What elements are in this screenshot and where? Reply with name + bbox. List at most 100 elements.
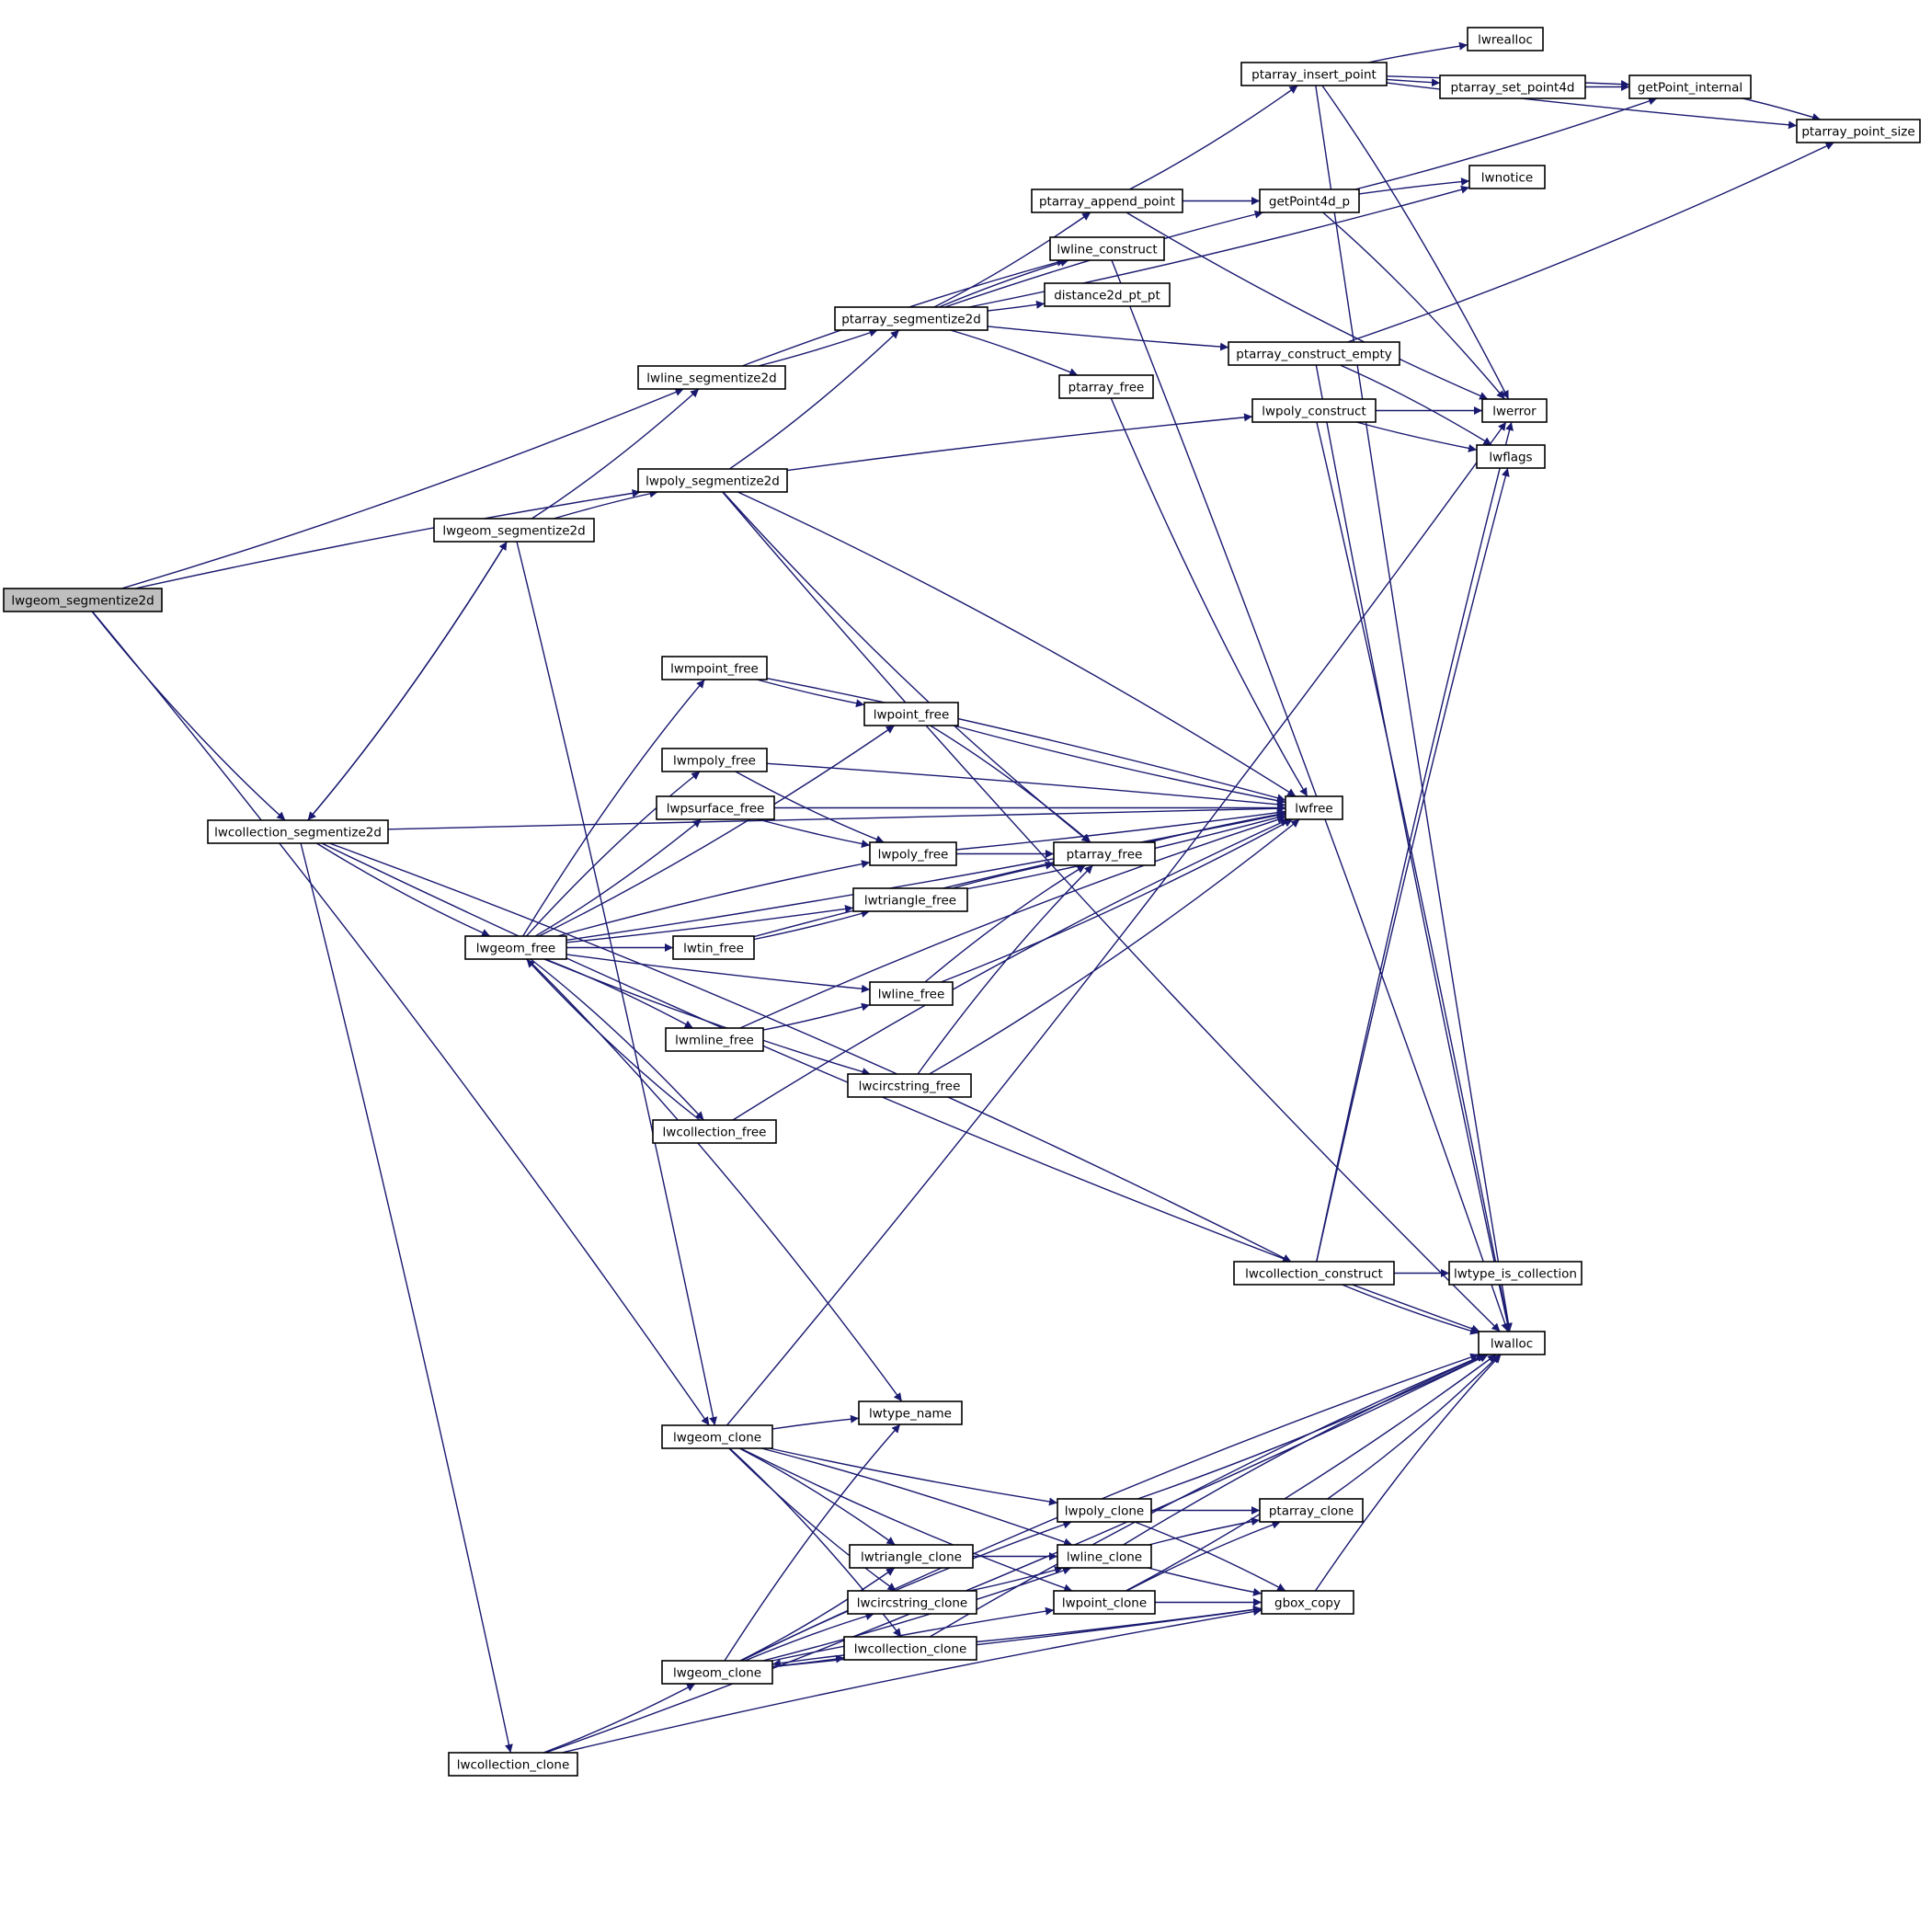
node-lwnotice[interactable]: lwnotice [1468, 165, 1546, 189]
node-lwalloc[interactable]: lwalloc [1478, 1331, 1546, 1355]
node-lwgeom_segmentize2d[interactable]: lwgeom_segmentize2d [433, 518, 595, 543]
node-box[interactable] [1259, 189, 1360, 213]
node-ptarray_set_point4d[interactable]: ptarray_set_point4d [1439, 74, 1586, 99]
node-box[interactable] [1240, 62, 1388, 86]
node-lwpoly_segmentize2d[interactable]: lwpoly_segmentize2d [637, 468, 788, 493]
node-box[interactable] [847, 1590, 977, 1615]
node-ptarray_insert_point[interactable]: ptarray_insert_point [1240, 62, 1388, 86]
node-box[interactable] [1468, 165, 1546, 189]
node-box[interactable] [672, 935, 755, 960]
node-box[interactable] [1796, 119, 1921, 143]
node-lwmline_free[interactable]: lwmline_free [665, 1027, 764, 1052]
node-box[interactable] [869, 841, 957, 866]
node-lwgeom_segmentize2d[interactable]: lwgeom_segmentize2d [3, 588, 163, 612]
node-lwmpoly_free[interactable]: lwmpoly_free [661, 748, 768, 772]
node-box[interactable] [1031, 189, 1183, 213]
node-lwflags[interactable]: lwflags [1476, 444, 1546, 469]
node-box[interactable] [1057, 1544, 1152, 1569]
node-box[interactable] [852, 887, 968, 912]
node-ptarray_point_size[interactable]: ptarray_point_size [1796, 119, 1921, 143]
node-lwtriangle_clone[interactable]: lwtriangle_clone [849, 1544, 974, 1569]
node-box[interactable] [1053, 841, 1156, 866]
node-box[interactable] [656, 795, 775, 820]
node-lwrealloc[interactable]: lwrealloc [1467, 27, 1544, 51]
node-lwcollection_free[interactable]: lwcollection_free [652, 1119, 777, 1144]
node-lwpsurface_free[interactable]: lwpsurface_free [656, 795, 775, 820]
node-box[interactable] [1467, 27, 1544, 51]
node-lwgeom_free[interactable]: lwgeom_free [464, 935, 567, 960]
node-box[interactable] [1049, 236, 1165, 261]
node-box[interactable] [1476, 444, 1546, 469]
node-ptarray_free[interactable]: ptarray_free [1058, 374, 1154, 399]
node-lwpoint_clone[interactable]: lwpoint_clone [1053, 1590, 1156, 1615]
node-box[interactable] [1628, 74, 1752, 99]
node-ptarray_append_point[interactable]: ptarray_append_point [1031, 189, 1183, 213]
node-lwcollection_construct[interactable]: lwcollection_construct [1233, 1261, 1395, 1286]
node-box[interactable] [1448, 1261, 1583, 1286]
node-lwmpoint_free[interactable]: lwmpoint_free [661, 656, 768, 680]
node-box[interactable] [843, 1636, 977, 1661]
node-box[interactable] [1228, 341, 1400, 366]
node-box[interactable] [661, 748, 768, 772]
node-getPoint_internal[interactable]: getPoint_internal [1628, 74, 1752, 99]
node-box[interactable] [834, 306, 988, 331]
node-box[interactable] [863, 702, 959, 726]
node-box[interactable] [847, 1073, 972, 1098]
node-lwcircstring_clone[interactable]: lwcircstring_clone [847, 1590, 977, 1615]
node-lwline_segmentize2d[interactable]: lwline_segmentize2d [637, 365, 786, 390]
node-lwerror[interactable]: lwerror [1481, 398, 1548, 423]
node-ptarray_clone[interactable]: ptarray_clone [1259, 1498, 1364, 1523]
node-lwtriangle_free[interactable]: lwtriangle_free [852, 887, 968, 912]
node-lwgeom_clone[interactable]: lwgeom_clone [661, 1424, 773, 1449]
node-box[interactable] [1285, 795, 1343, 820]
node-box[interactable] [207, 819, 389, 844]
node-lwtin_free[interactable]: lwtin_free [672, 935, 755, 960]
node-lwpoint_free[interactable]: lwpoint_free [863, 702, 959, 726]
node-box[interactable] [637, 365, 786, 390]
node-box[interactable] [3, 588, 163, 612]
node-box[interactable] [858, 1400, 963, 1425]
node-box[interactable] [637, 468, 788, 493]
node-gbox_copy[interactable]: gbox_copy [1261, 1590, 1354, 1615]
node-ptarray_segmentize2d[interactable]: ptarray_segmentize2d [834, 306, 988, 331]
node-lwfree[interactable]: lwfree [1285, 795, 1343, 820]
node-lwcollection_segmentize2d[interactable]: lwcollection_segmentize2d [207, 819, 389, 844]
node-lwline_clone[interactable]: lwline_clone [1057, 1544, 1152, 1569]
node-lwcollection_clone[interactable]: lwcollection_clone [448, 1752, 578, 1777]
node-lwcircstring_free[interactable]: lwcircstring_free [847, 1073, 972, 1098]
node-box[interactable] [1261, 1590, 1354, 1615]
node-box[interactable] [1439, 74, 1586, 99]
node-box[interactable] [1251, 398, 1377, 423]
node-box[interactable] [464, 935, 567, 960]
node-box[interactable] [849, 1544, 974, 1569]
node-box[interactable] [1058, 374, 1154, 399]
node-lwline_free[interactable]: lwline_free [869, 981, 954, 1006]
node-box[interactable] [448, 1752, 578, 1777]
node-distance2d_pt_pt[interactable]: distance2d_pt_pt [1044, 282, 1171, 307]
node-box[interactable] [665, 1027, 764, 1052]
node-box[interactable] [1259, 1498, 1364, 1523]
node-box[interactable] [661, 656, 768, 680]
node-box[interactable] [1044, 282, 1171, 307]
node-ptarray_construct_empty[interactable]: ptarray_construct_empty [1228, 341, 1400, 366]
node-box[interactable] [1057, 1498, 1152, 1523]
node-box[interactable] [652, 1119, 777, 1144]
node-lwtype_is_collection[interactable]: lwtype_is_collection [1448, 1261, 1583, 1286]
node-box[interactable] [1233, 1261, 1395, 1286]
node-box[interactable] [1481, 398, 1548, 423]
node-lwgeom_clone[interactable]: lwgeom_clone [661, 1660, 773, 1685]
node-getPoint4d_p[interactable]: getPoint4d_p [1259, 189, 1360, 213]
node-lwtype_name[interactable]: lwtype_name [858, 1400, 963, 1425]
node-box[interactable] [1478, 1331, 1546, 1355]
node-lwline_construct[interactable]: lwline_construct [1049, 236, 1165, 261]
node-box[interactable] [661, 1660, 773, 1685]
node-box[interactable] [661, 1424, 773, 1449]
node-box[interactable] [869, 981, 954, 1006]
node-ptarray_free[interactable]: ptarray_free [1053, 841, 1156, 866]
node-box[interactable] [1053, 1590, 1156, 1615]
node-box[interactable] [433, 518, 595, 543]
node-lwpoly_free[interactable]: lwpoly_free [869, 841, 957, 866]
node-lwcollection_clone[interactable]: lwcollection_clone [843, 1636, 977, 1661]
node-lwpoly_construct[interactable]: lwpoly_construct [1251, 398, 1377, 423]
node-lwpoly_clone[interactable]: lwpoly_clone [1057, 1498, 1152, 1523]
